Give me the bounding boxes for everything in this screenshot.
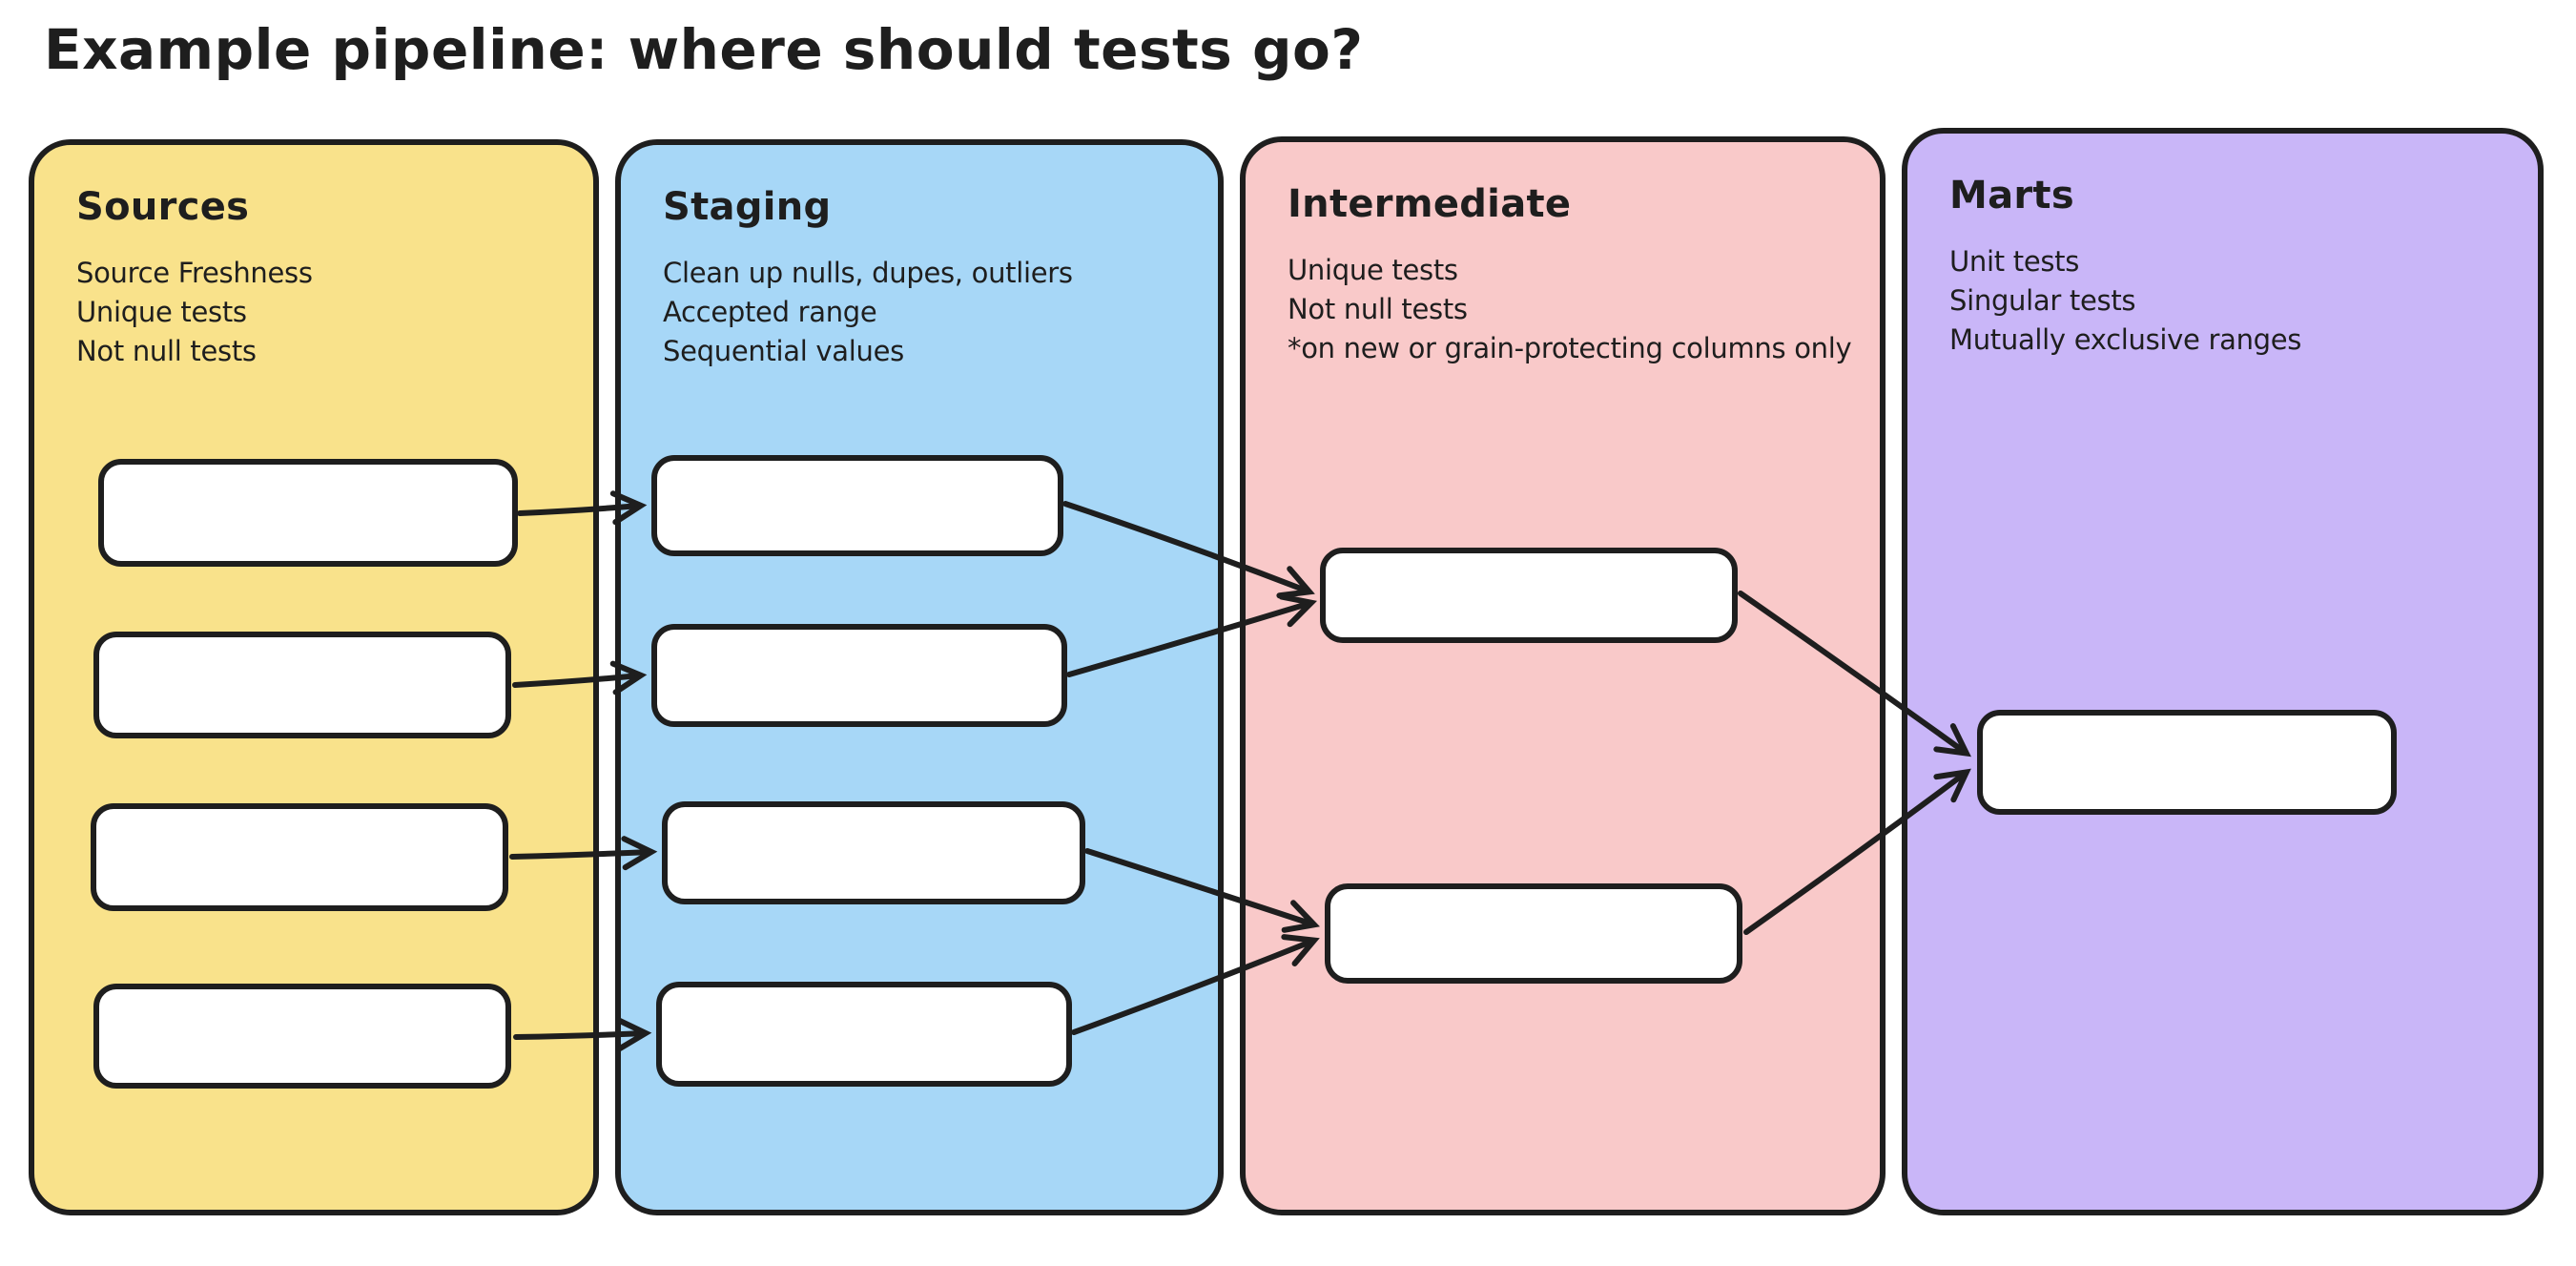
column-staging-label: Staging [663,185,832,229]
node-staging-1 [651,455,1063,556]
test-item: Sequential values [663,335,904,367]
column-sources-tests: Source Freshness Unique tests Not null t… [76,254,567,371]
node-staging-4 [656,982,1072,1087]
test-item: Unique tests [1288,254,1458,286]
node-intermediate-1 [1320,548,1738,643]
column-intermediate-label: Intermediate [1288,182,1572,226]
column-marts-label: Marts [1949,174,2074,218]
test-item: Not null tests [1288,293,1468,325]
node-intermediate-2 [1325,883,1742,984]
column-marts: Marts Unit tests Singular tests Mutually… [1902,128,2544,1215]
test-item: Singular tests [1949,284,2136,317]
node-staging-3 [662,801,1085,904]
column-sources-label: Sources [76,185,250,229]
diagram-title: Example pipeline: where should tests go? [44,17,1364,82]
test-item: Unique tests [76,296,247,328]
test-item: Mutually exclusive ranges [1949,323,2302,356]
node-sources-1 [98,459,518,567]
column-intermediate-tests: Unique tests Not null tests *on new or g… [1288,251,1853,368]
node-sources-3 [91,803,508,911]
test-item: Unit tests [1949,245,2080,278]
column-marts-tests: Unit tests Singular tests Mutually exclu… [1949,242,2511,360]
column-staging-tests: Clean up nulls, dupes, outliers Accepted… [663,254,1191,371]
column-intermediate: Intermediate Unique tests Not null tests… [1240,136,1886,1215]
node-marts-1 [1977,710,2397,815]
test-item: Clean up nulls, dupes, outliers [663,257,1073,289]
test-item: Source Freshness [76,257,313,289]
test-item: Accepted range [663,296,877,328]
test-item: Not null tests [76,335,257,367]
node-sources-4 [93,984,511,1089]
node-staging-2 [651,624,1067,727]
node-sources-2 [93,632,511,738]
test-item: *on new or grain-protecting columns only [1288,332,1852,364]
